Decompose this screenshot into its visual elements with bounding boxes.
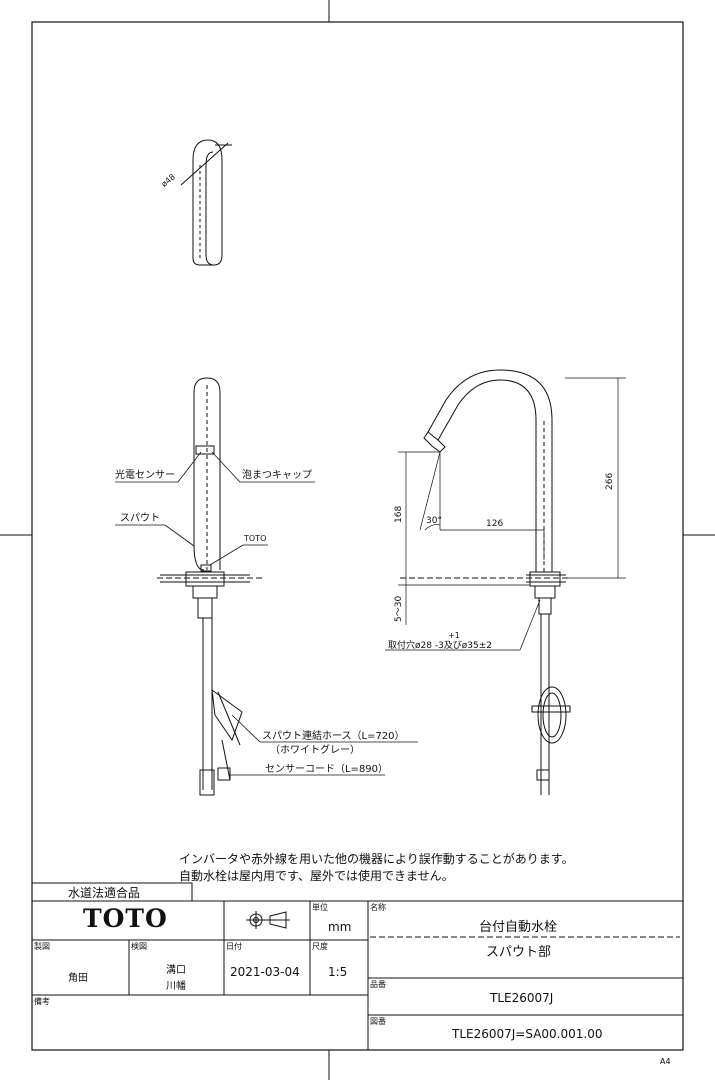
profile-view [400, 369, 571, 795]
drawing-border [31, 21, 684, 1051]
label-toto-logo: TOTO [243, 534, 266, 543]
dim-deck-thickness: 5～30 [394, 596, 404, 622]
dim-outlet-height: 168 [394, 506, 404, 523]
dim-mount-hole-tolerance: +1 [448, 631, 460, 640]
label-aerator-cap: 泡まつキャップ [242, 468, 312, 481]
scale-label: 尺度 [312, 942, 328, 951]
paper-size-label: A4 [660, 1057, 671, 1066]
label-hose-color: （ホワイトグレー） [270, 743, 360, 756]
label-photo-sensor: 光電センサー [115, 468, 175, 481]
label-sensor-cord: センサーコード（L=890） [265, 763, 388, 775]
checked-by-value-1: 溝口 [166, 965, 186, 976]
label-spout: スパウト [120, 512, 160, 524]
warning-note-2: 自動水栓は屋内用です、屋外では使用できません。 [179, 869, 454, 883]
scale-value: 1:5 [328, 965, 348, 979]
dim-mount-hole: 取付穴ø28 -3及びø35±2 [388, 639, 492, 651]
projection-symbol [246, 911, 290, 929]
unit-value: mm [328, 920, 352, 934]
brand-logo: TOTO [83, 904, 168, 933]
product-number-label: 品番 [370, 980, 386, 989]
title-block-lines [31, 882, 683, 1050]
date-label: 日付 [226, 942, 242, 951]
top-view-diameter-label: ø48 [160, 172, 177, 189]
name-label: 名称 [370, 903, 386, 912]
remarks-label: 備考 [34, 997, 50, 1006]
warning-note-1: インバータや赤外線を用いた他の機器により誤作動することがあります。 [179, 852, 574, 866]
side-view [157, 377, 262, 796]
product-name: 台付自動水栓 [479, 920, 558, 935]
product-subname: スパウト部 [486, 945, 552, 960]
label-spout-hose: スパウト連結ホース（L=720） [262, 729, 405, 742]
checked-by-label: 検図 [131, 942, 147, 951]
unit-label: 単位 [312, 903, 328, 912]
dim-overall-height: 266 [605, 473, 615, 490]
drawn-by-label: 製図 [34, 942, 50, 951]
dim-angle: 30° [426, 516, 442, 526]
drawn-by-value: 角田 [68, 973, 88, 984]
checked-by-value-2: 川幡 [166, 981, 186, 992]
certification-label: 水道法適合品 [68, 886, 141, 900]
dim-reach: 126 [486, 519, 503, 529]
date-value: 2021-03-04 [230, 965, 300, 979]
profile-dimensions [385, 377, 626, 651]
drawing-number-label: 図番 [370, 1017, 386, 1026]
drawing-number-value: TLE26007J=SA00.001.00 [452, 1027, 603, 1041]
side-view-leaders [115, 451, 418, 776]
top-view [180, 139, 232, 266]
product-number-value: TLE26007J [490, 991, 554, 1005]
